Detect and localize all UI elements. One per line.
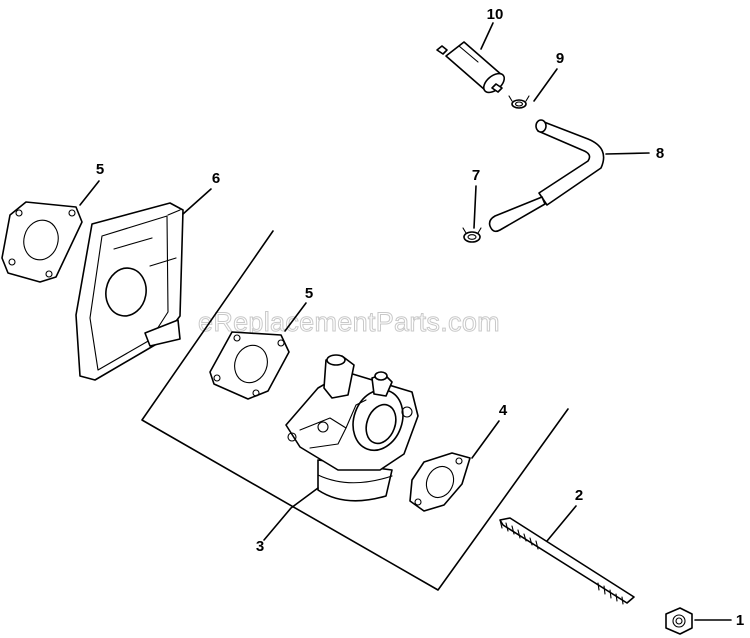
callout-6: 6 bbox=[212, 170, 220, 187]
hex-nut-icon bbox=[665, 607, 693, 635]
callout-8: 8 bbox=[656, 145, 664, 162]
callout-2: 2 bbox=[575, 487, 583, 504]
gasket-icon bbox=[1, 201, 83, 283]
hose-clamp-icon bbox=[508, 95, 530, 109]
callout-10: 10 bbox=[487, 6, 504, 23]
callout-4: 4 bbox=[499, 402, 508, 419]
watermark-text: eReplacementParts.com bbox=[198, 307, 500, 337]
callout-3: 3 bbox=[256, 538, 264, 555]
callout-5-middle: 5 bbox=[305, 285, 313, 302]
assembly-bracket bbox=[141, 230, 569, 591]
callout-5-top: 5 bbox=[96, 161, 104, 178]
threaded-stud-icon bbox=[499, 517, 635, 605]
callout-labels: 10 9 8 7 5 6 5 4 2 3 1 bbox=[96, 6, 744, 629]
callout-7: 7 bbox=[472, 167, 480, 184]
hose-clamp-icon bbox=[462, 227, 482, 243]
heat-shield-icon bbox=[75, 202, 184, 381]
gasket-icon bbox=[409, 452, 471, 512]
carburetor-icon bbox=[285, 354, 419, 502]
fuel-filter-icon bbox=[436, 41, 506, 94]
leader-lines bbox=[79, 22, 732, 621]
callout-1: 1 bbox=[736, 612, 744, 629]
gasket-icon bbox=[209, 331, 290, 400]
callout-9: 9 bbox=[556, 50, 564, 67]
fuel-line-icon bbox=[488, 119, 605, 233]
